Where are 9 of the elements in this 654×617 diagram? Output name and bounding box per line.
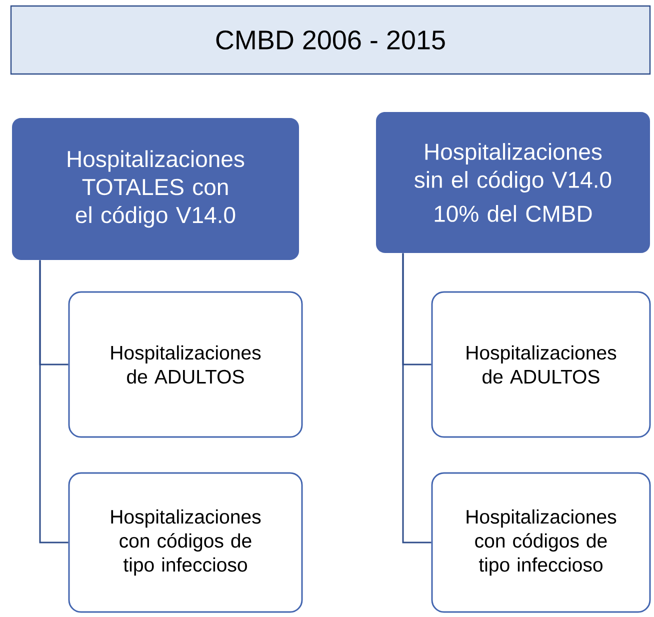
subcategory-box: Hospitalizaciones con códigos de tipo infeccioso	[68, 472, 303, 613]
subcategory-box: Hospitalizaciones con códigos de tipo infeccioso	[431, 472, 651, 613]
connector-line	[402, 253, 432, 544]
connector-line	[39, 260, 68, 544]
subcategory-box: Hospitalizaciones de ADULTOS	[68, 291, 303, 438]
category-box: Hospitalizaciones sin el código V14.0 10% del CMBD	[376, 112, 650, 253]
title-box: CMBD 2006 - 2015	[10, 5, 651, 75]
category-box: Hospitalizaciones TOTALES con el código V14.0	[12, 118, 299, 260]
subcategory-box: Hospitalizaciones de ADULTOS	[431, 291, 651, 438]
